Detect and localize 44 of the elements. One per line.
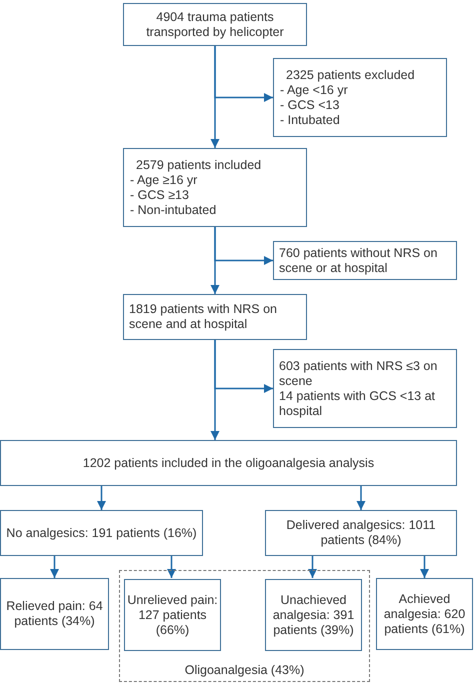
process-box: [0, 440, 457, 486]
box-text: 4904 trauma patients transported by helicopter: [145, 10, 285, 40]
list-item: - Age <16 yr: [280, 83, 348, 98]
arrow: [214, 227, 273, 265]
arrow: [214, 340, 273, 393]
list-item: - GCS ≥13: [130, 188, 189, 203]
dashed-group-box: [119, 570, 370, 682]
process-box: [0, 510, 203, 556]
box-text: Unachieved analgesia: 391 patients (39%): [272, 592, 356, 638]
box-text: Achieved analgesia: 620 patients (61%): [382, 592, 466, 636]
process-box: [376, 578, 473, 650]
arrow: [308, 556, 317, 578]
box-text: No analgesics: 191 patients (16%): [6, 526, 197, 540]
list-item: - Intubated: [280, 113, 340, 128]
box-text: 2579 patients included: [136, 158, 262, 173]
box-text: 1819 patients with NRS on scene and at hospital: [129, 302, 278, 332]
arrow: [97, 486, 106, 510]
arrow: [214, 46, 273, 102]
arrow: [420, 556, 429, 578]
box-text: Oligoanalgesia (43%): [184, 663, 304, 678]
box-text: 2325 patients excluded: [286, 68, 415, 83]
arrow: [356, 486, 366, 510]
list-item: - Non-intubated: [130, 203, 216, 218]
box-text: 1202 patients included in the oligoanalgesia analysis: [82, 456, 374, 470]
process-box: [0, 578, 109, 650]
list-item: - Age ≥16 yr: [130, 173, 198, 188]
process-box: [123, 148, 307, 227]
box-text: 760 patients without NRS on scene or at hospital: [279, 246, 438, 276]
box-text: 14 patients with GCS <13 at hospital: [279, 388, 436, 418]
box-text: Delivered analgesics: 1011 patients (84%): [285, 518, 437, 548]
box-text: 603 patients with NRS ≤3 on scene: [279, 358, 438, 388]
box-text: Unrelieved pain: 127 patients (66%): [126, 592, 219, 638]
box-text: Relieved pain: 64 patients (34%): [5, 599, 104, 629]
process-box: [123, 3, 307, 46]
arrow: [50, 556, 59, 578]
process-box: [124, 579, 221, 651]
process-box: [265, 510, 457, 556]
list-item: - GCS <13: [280, 98, 340, 113]
process-box: [273, 349, 457, 428]
process-box: [273, 58, 447, 137]
process-box: [123, 294, 307, 340]
process-box: [273, 241, 457, 280]
arrow: [167, 556, 176, 578]
process-box: [265, 579, 362, 651]
